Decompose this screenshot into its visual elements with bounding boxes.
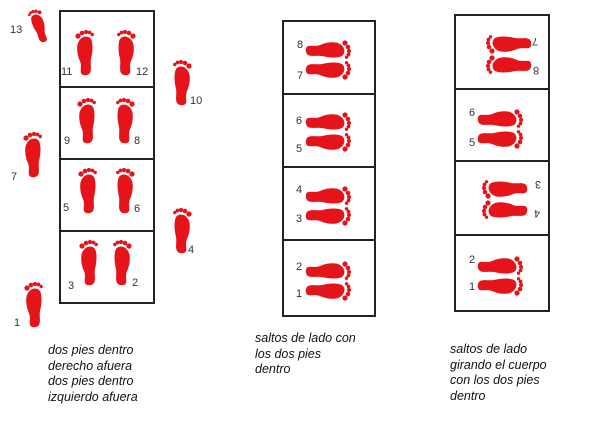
step-number: 12: [136, 66, 149, 78]
footprint-icon: [305, 40, 352, 59]
footprint-icon: [305, 61, 352, 80]
ladder-box: [59, 86, 155, 160]
footprint-icon: [485, 35, 532, 54]
step-number: 3: [535, 178, 542, 190]
footprint-icon: [477, 277, 524, 296]
footprint-icon: [23, 131, 42, 178]
footprint-icon: [113, 239, 132, 286]
ladder-box: [282, 93, 376, 168]
step-number: 1: [296, 288, 303, 300]
step-number: 6: [469, 107, 476, 119]
step-number: 4: [296, 184, 303, 196]
step-number: 11: [61, 66, 73, 78]
footprint-icon: [481, 180, 528, 199]
caption: dos pies dentro derecho afuera dos pies …: [48, 343, 138, 404]
footprint-icon: [477, 256, 524, 275]
footprint-icon: [27, 9, 47, 43]
step-number: 2: [296, 261, 303, 273]
caption: saltos de lado girando el cuerpo con los…: [450, 342, 547, 403]
footprint-icon: [24, 281, 43, 328]
ladder-box: [59, 10, 155, 88]
footprint-icon: [305, 112, 352, 131]
step-number: 3: [68, 280, 75, 292]
step-number: 9: [64, 135, 71, 147]
footprint-icon: [116, 97, 135, 144]
step-number: 8: [533, 64, 540, 76]
footprint-icon: [305, 186, 352, 205]
footprint-icon: [485, 55, 532, 74]
step-number: 4: [188, 244, 195, 256]
step-number: 3: [296, 213, 303, 225]
footprint-icon: [117, 29, 136, 76]
step-number: 4: [534, 207, 541, 219]
footprint-icon: [477, 109, 524, 128]
ladder-box: [454, 160, 550, 236]
ladder-box: [59, 230, 155, 304]
step-number: 7: [11, 171, 18, 183]
footprint-icon: [173, 59, 192, 106]
footprint-icon: [77, 97, 96, 144]
step-number: 8: [134, 135, 141, 147]
step-number: 2: [132, 277, 139, 289]
step-number: 5: [469, 137, 476, 149]
step-number: 10: [190, 95, 203, 107]
step-number: 1: [469, 281, 476, 293]
step-number: 13: [10, 24, 23, 36]
footprint-icon: [305, 282, 352, 301]
step-number: 1: [14, 317, 21, 329]
footprint-icon: [477, 130, 524, 149]
footprint-icon: [78, 167, 97, 214]
step-number: 7: [297, 70, 304, 82]
caption: saltos de lado con los dos pies dentro: [255, 331, 356, 376]
step-number: 2: [469, 254, 476, 266]
step-number: 5: [63, 202, 70, 214]
step-number: 6: [296, 115, 303, 127]
step-number: 6: [134, 203, 141, 215]
footprint-icon: [305, 261, 352, 280]
step-number: 5: [296, 143, 303, 155]
footprint-icon: [305, 133, 352, 152]
step-number: 8: [297, 39, 304, 51]
footprint-icon: [305, 207, 352, 226]
footprint-icon: [75, 29, 94, 76]
footprint-icon: [173, 207, 192, 254]
footprint-icon: [79, 239, 98, 286]
footprint-icon: [116, 167, 135, 214]
step-number: 7: [532, 35, 539, 47]
footprint-icon: [481, 200, 528, 219]
